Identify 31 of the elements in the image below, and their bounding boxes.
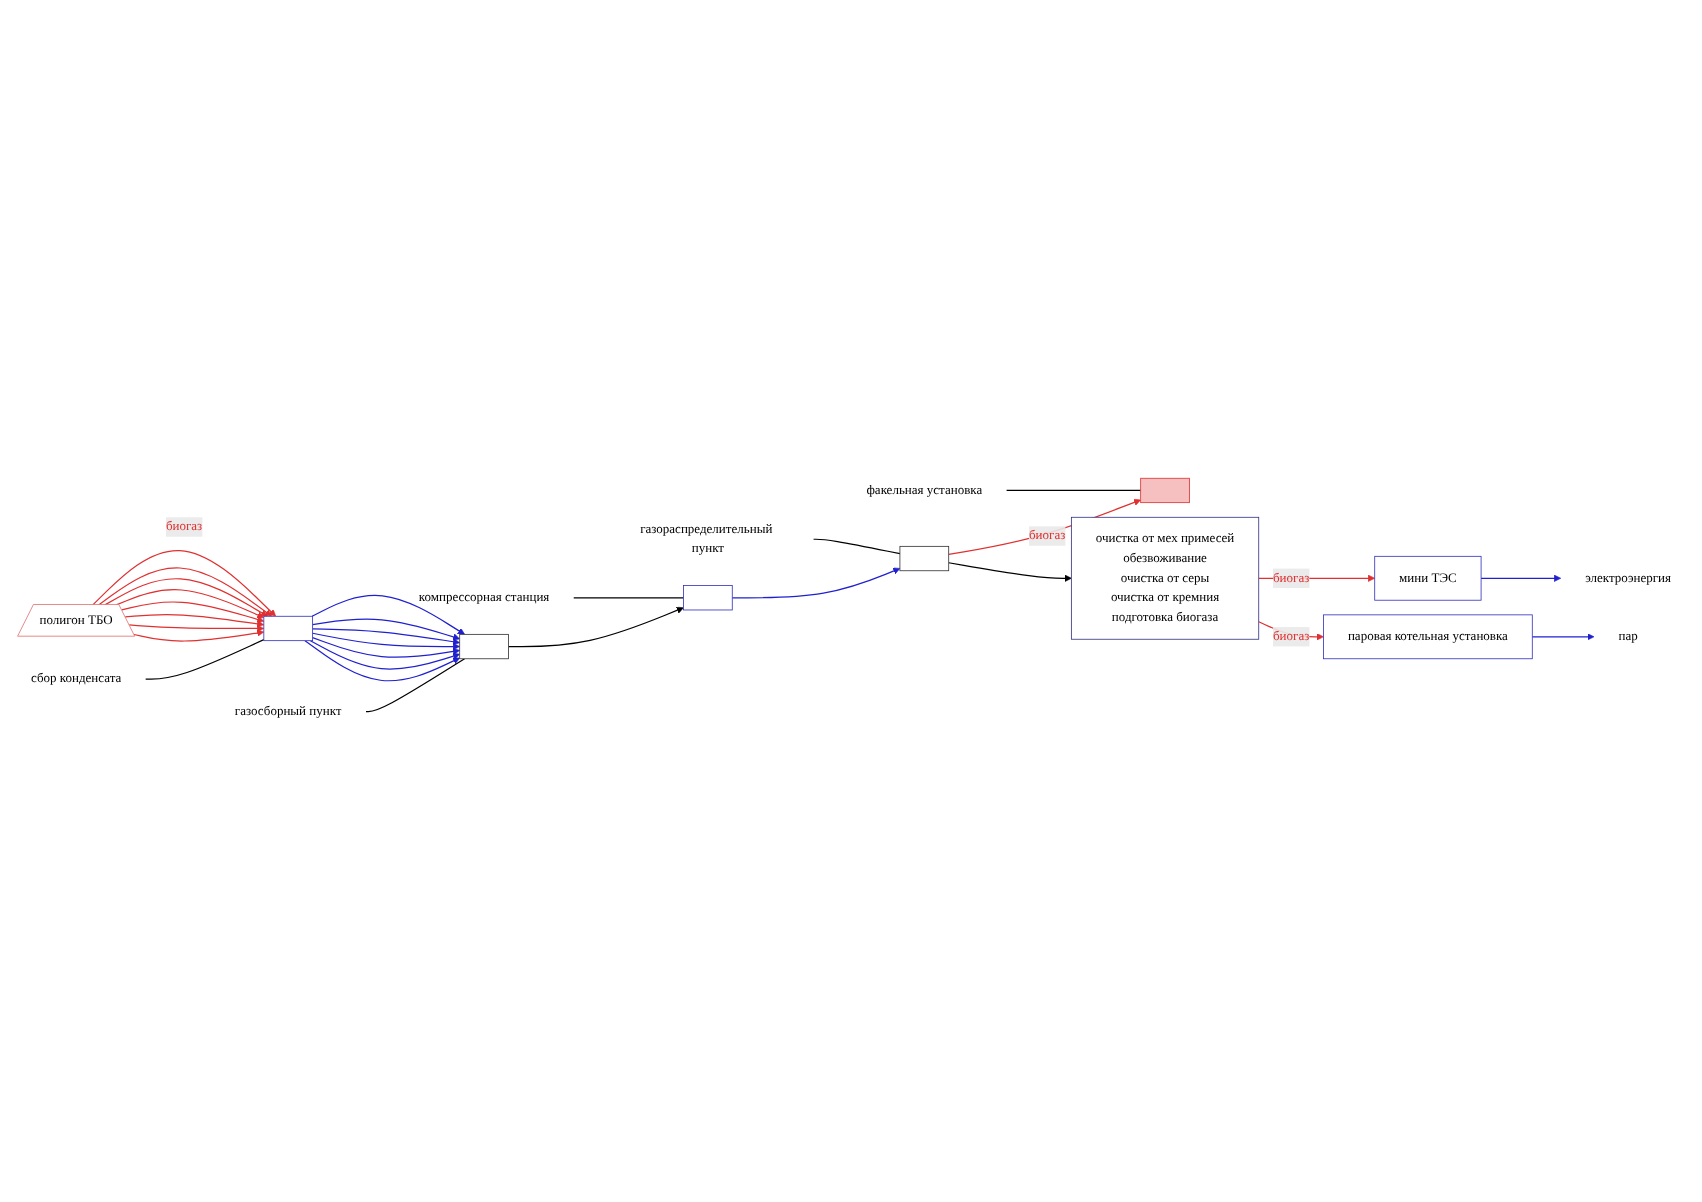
connector bbox=[1005, 489, 1142, 492]
arrow bbox=[507, 606, 684, 648]
arrow bbox=[1480, 574, 1562, 582]
node-box bbox=[683, 585, 733, 611]
arrow bbox=[1531, 633, 1595, 641]
node-box bbox=[263, 615, 313, 642]
arrow bbox=[115, 589, 265, 619]
arrow bbox=[731, 567, 901, 599]
arrow bbox=[98, 567, 272, 617]
arrow bbox=[128, 624, 265, 632]
arrow bbox=[312, 628, 460, 646]
arrow bbox=[309, 640, 460, 670]
arrow bbox=[121, 601, 265, 623]
arrow bbox=[104, 578, 268, 617]
arrow bbox=[948, 498, 1141, 555]
arrow bbox=[311, 594, 465, 635]
node-box bbox=[459, 633, 509, 660]
arrow bbox=[948, 562, 1072, 582]
connector bbox=[573, 597, 685, 599]
arrow bbox=[304, 640, 460, 682]
arrow bbox=[133, 629, 265, 642]
node-bar bbox=[1140, 477, 1190, 504]
node-box bbox=[899, 545, 950, 572]
arrow bbox=[312, 636, 460, 658]
arrow bbox=[312, 618, 460, 641]
connector bbox=[365, 658, 466, 713]
connector bbox=[145, 639, 265, 680]
arrow bbox=[92, 549, 277, 617]
arrow bbox=[124, 613, 265, 628]
connector bbox=[812, 538, 901, 555]
arrow bbox=[312, 632, 460, 651]
